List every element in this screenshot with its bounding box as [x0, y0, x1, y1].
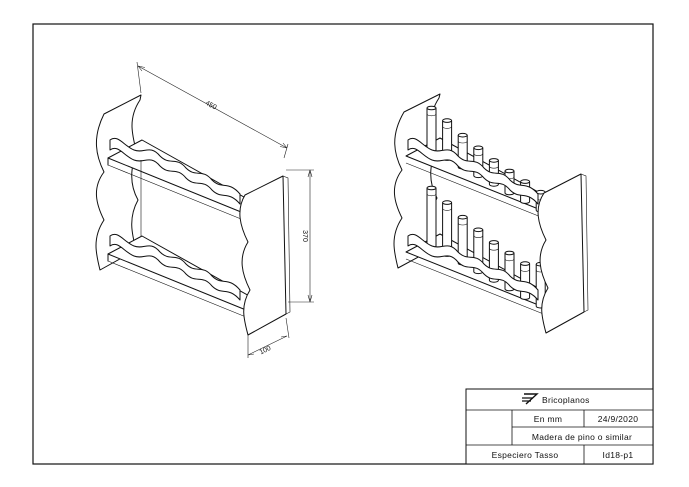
jar-view-upper-wave-rail [407, 137, 539, 205]
brand-name: Bricoplanos [542, 395, 590, 405]
spice-rack-dimensioned-view [95, 94, 291, 336]
jar-view-lower-wave-rail [407, 233, 539, 301]
material-label: Madera de pino o similar [532, 432, 632, 442]
sheet-border [32, 23, 654, 465]
jar-view-front-group [407, 173, 589, 334]
drawing-date: 24/9/2020 [598, 414, 639, 424]
dimension-height-label: 370 [301, 230, 308, 242]
spice-jar [520, 261, 531, 300]
dimension-width-label: 450 [204, 100, 218, 112]
dimension-height: 370 [286, 169, 314, 303]
dimension-depth-label: 100 [259, 345, 273, 356]
spice-jar [426, 185, 437, 249]
upper-wave-rail [109, 137, 241, 205]
drawing-code: Id18-p1 [603, 450, 634, 460]
units-label: En mm [534, 414, 562, 424]
spice-jar [426, 105, 437, 153]
drawing-name: Especiero Tasso [492, 450, 559, 460]
jar-view-right-side-board [537, 173, 585, 334]
title-block: Bricoplanos En mm 24/9/2020 Madera de pi… [465, 388, 654, 465]
lower-wave-rail [109, 233, 241, 301]
right-side-board [239, 175, 287, 336]
bricoplanos-logo-icon [522, 393, 539, 405]
dimension-depth: 100 [247, 317, 290, 358]
dimension-width: 450 [136, 61, 289, 159]
